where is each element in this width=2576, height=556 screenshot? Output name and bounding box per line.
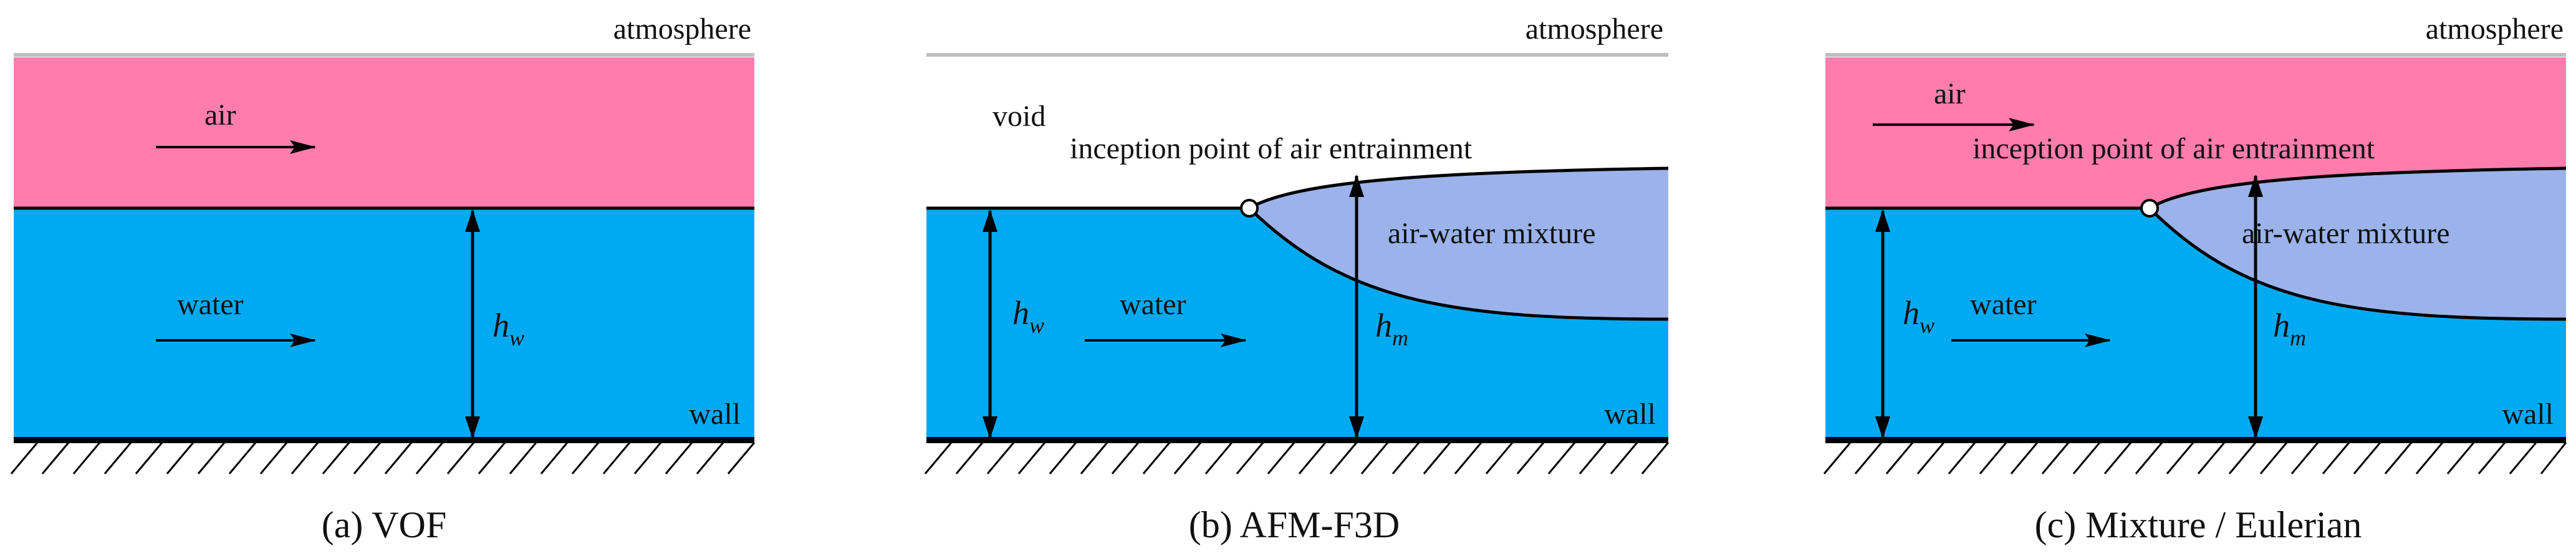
wall-hatching xyxy=(924,442,1670,474)
inception-point-marker xyxy=(2140,199,2159,218)
panel-a: atmosphere air water hw wall (a) VOF xyxy=(10,12,756,545)
wall-hatching xyxy=(1823,442,2567,474)
water-label: water xyxy=(1120,288,1186,321)
panel-b: atmosphere void inception point of air e… xyxy=(924,12,1670,545)
atmosphere-label: atmosphere xyxy=(2426,12,2564,46)
hw-label: hw xyxy=(1903,294,1934,338)
panel-c: atmosphere air inception point of air en… xyxy=(1823,12,2567,545)
wall-label: wall xyxy=(689,398,741,431)
water-label: water xyxy=(177,288,244,321)
hm-label: hm xyxy=(1375,307,1408,350)
mixture-upper-boundary xyxy=(1248,166,1669,210)
inception-point-label: inception point of air entrainment xyxy=(1070,132,1473,165)
water-region xyxy=(14,208,754,440)
wall-label: wall xyxy=(2502,398,2554,431)
air-label: air xyxy=(1934,77,1966,110)
water-label: water xyxy=(1970,288,2037,321)
mixture-label: air-water mixture xyxy=(1388,217,1596,250)
hw-label: hw xyxy=(493,307,524,350)
hw-label: hw xyxy=(1012,294,1044,338)
caption-a: (a) VOF xyxy=(322,504,447,545)
air-region xyxy=(14,57,754,208)
mixture-upper-boundary xyxy=(2148,166,2567,210)
wall-hatching xyxy=(10,442,756,474)
atmosphere-label: atmosphere xyxy=(1526,12,1663,46)
air-label: air xyxy=(204,98,236,132)
mixture-lower-boundary xyxy=(1248,207,1669,321)
caption-c: (c) Mixture / Eulerian xyxy=(2035,504,2362,545)
inception-point-label: inception point of air entrainment xyxy=(1973,132,2375,165)
inception-point-marker xyxy=(1240,199,1259,218)
hm-label: hm xyxy=(2273,307,2306,350)
atmosphere-label: atmosphere xyxy=(613,12,751,46)
mixture-lower-boundary xyxy=(2148,207,2567,321)
wall-label: wall xyxy=(1604,398,1656,431)
caption-b: (b) AFM-F3D xyxy=(1189,504,1400,545)
void-label: void xyxy=(992,100,1045,133)
mixture-label: air-water mixture xyxy=(2242,217,2450,250)
